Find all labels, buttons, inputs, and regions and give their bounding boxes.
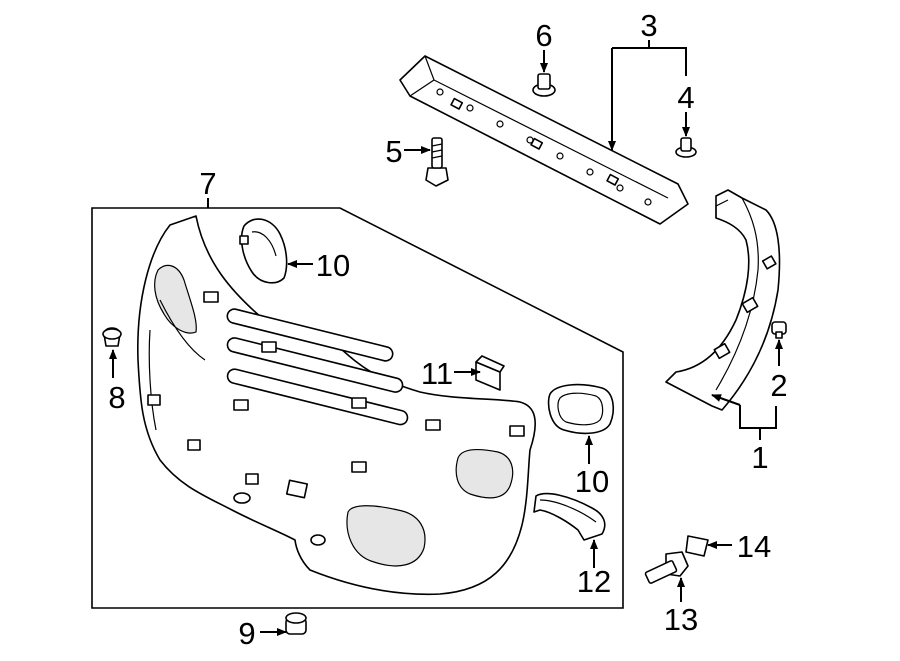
part-7-frame <box>91 207 624 609</box>
part-3-upper-trim-strip <box>399 55 689 225</box>
callout-8: 8 <box>108 380 125 415</box>
fastener-8 <box>102 327 122 347</box>
callout-5: 5 <box>385 134 402 169</box>
part-10-lower-grommet <box>547 383 615 435</box>
fastener-2 <box>771 321 787 339</box>
callout-labels: 1 2 3 4 5 6 7 8 9 10 10 11 12 13 14 <box>108 8 787 651</box>
callout-4: 4 <box>677 80 694 115</box>
panel-clips <box>147 291 525 485</box>
fastener-13-bolt <box>644 551 689 584</box>
callout-12: 12 <box>577 564 611 599</box>
part-14-tape <box>685 535 709 557</box>
callout-6: 6 <box>535 18 552 53</box>
callout-11: 11 <box>421 356 453 391</box>
callout-1: 1 <box>751 440 768 475</box>
callout-7: 7 <box>199 166 216 201</box>
callout-9: 9 <box>238 616 255 651</box>
leader-lines <box>109 40 783 636</box>
fastener-9 <box>285 612 307 635</box>
part-12-pull-handle <box>533 492 606 541</box>
part-1-pillar-trim <box>665 189 781 411</box>
callout-13: 13 <box>664 602 698 637</box>
callout-2: 2 <box>770 368 787 403</box>
callout-10-lower: 10 <box>575 464 609 499</box>
callout-10-upper: 10 <box>316 248 350 283</box>
part-10-upper-clip <box>239 218 288 284</box>
fastener-6 <box>532 73 556 97</box>
part-11-bumper-block <box>475 355 505 391</box>
part-7-liftgate-trim-panel <box>137 215 536 596</box>
fastener-5-screw <box>425 137 449 187</box>
callout-3: 3 <box>640 8 657 43</box>
callout-14: 14 <box>737 529 771 564</box>
fastener-4 <box>675 137 697 158</box>
